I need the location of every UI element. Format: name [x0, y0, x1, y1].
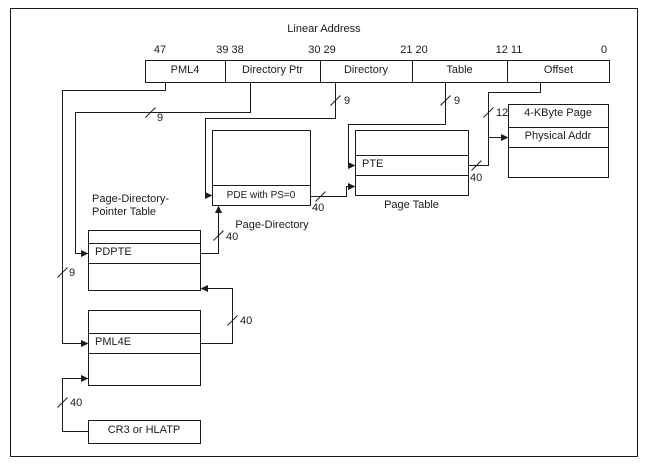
pdpt-box: [88, 230, 201, 291]
bus-width-9-table: 9: [454, 95, 461, 107]
page-directory-box: [212, 130, 311, 206]
table-index-line: [348, 82, 451, 169]
pml4-index-line: [57, 82, 166, 347]
bus-width-slash: [145, 107, 156, 118]
bus-width-slash: [227, 315, 238, 326]
diagram-frame: [10, 8, 638, 457]
diagram-title: Linear Address: [287, 23, 361, 35]
directory-ptr-index-line: [75, 82, 251, 257]
bus-width-slash: [213, 230, 224, 241]
arrowhead: [205, 192, 213, 199]
field-directory-ptr: Directory Ptr: [241, 64, 304, 76]
pdpte-base-line: [200, 205, 224, 254]
page-4k-box: [508, 104, 609, 178]
field-directory: Directory: [343, 64, 388, 76]
page-table-box: [355, 130, 469, 196]
bit-label-0: 0: [600, 44, 608, 56]
directory-index-line: [205, 82, 341, 199]
bit-label-47: 47: [153, 44, 167, 56]
arrowhead: [501, 134, 509, 141]
cr3-label: CR3 or HLATP: [107, 424, 181, 436]
bit-label-39-38: 39 38: [216, 44, 244, 56]
bus-width-40-cr3: 40: [70, 397, 83, 409]
bus-width-40-pte: 40: [470, 172, 483, 184]
arrowhead: [348, 183, 356, 190]
page-table-title: Page Table: [384, 199, 439, 211]
pde-base-line: [310, 183, 356, 202]
field-table: Table: [446, 64, 473, 76]
pte-base-line: [468, 137, 489, 171]
page-directory-title: Page-Directory: [235, 219, 309, 231]
bus-width-slash: [471, 160, 482, 171]
bus-width-9-directory-ptr: 9: [157, 112, 164, 124]
bus-width-slash: [57, 267, 68, 278]
bus-width-40-pml4e: 40: [240, 315, 253, 327]
pdpte-entry: PDPTE: [95, 246, 132, 258]
bus-width-slash: [330, 95, 341, 106]
pdpt-title-line1: Page-Directory-: [92, 193, 170, 205]
bus-width-40-pdpte: 40: [226, 231, 239, 243]
arrowhead: [81, 375, 89, 382]
pte-entry: PTE: [362, 158, 384, 170]
bit-label-30-29: 30 29: [308, 44, 336, 56]
pdpt-title-line2: Pointer Table: [92, 206, 157, 218]
bus-width-slash: [483, 107, 494, 118]
pml4-table-box: [88, 310, 201, 386]
arrowhead: [81, 340, 89, 347]
arrowhead: [215, 205, 222, 213]
offset-line: [483, 82, 541, 141]
arrowhead: [81, 250, 89, 257]
pml4e-entry: PML4E: [95, 336, 132, 348]
bus-width-slash: [315, 191, 326, 202]
pde-entry: PDE with PS=0: [226, 190, 296, 201]
pml4e-base-line: [200, 285, 238, 344]
bus-width-12-offset: 12: [496, 107, 509, 119]
page-4k-title: 4-KByte Page: [524, 107, 592, 119]
arrowhead: [348, 162, 356, 169]
physical-addr-entry: Physical Addr: [524, 130, 592, 142]
linear-address-box: [145, 60, 610, 83]
cr3-base-line: [57, 375, 89, 432]
bus-width-40-pde: 40: [312, 202, 325, 214]
bus-width-9-pml4: 9: [69, 267, 76, 279]
bus-width-slash: [440, 95, 451, 106]
field-pml4: PML4: [170, 64, 200, 76]
bit-label-12-11: 12 11: [495, 44, 523, 56]
bus-width-slash: [57, 397, 68, 408]
arrowhead: [200, 285, 208, 292]
bus-width-9-directory: 9: [344, 95, 351, 107]
field-offset: Offset: [543, 64, 574, 76]
bit-label-21-20: 21 20: [400, 44, 428, 56]
